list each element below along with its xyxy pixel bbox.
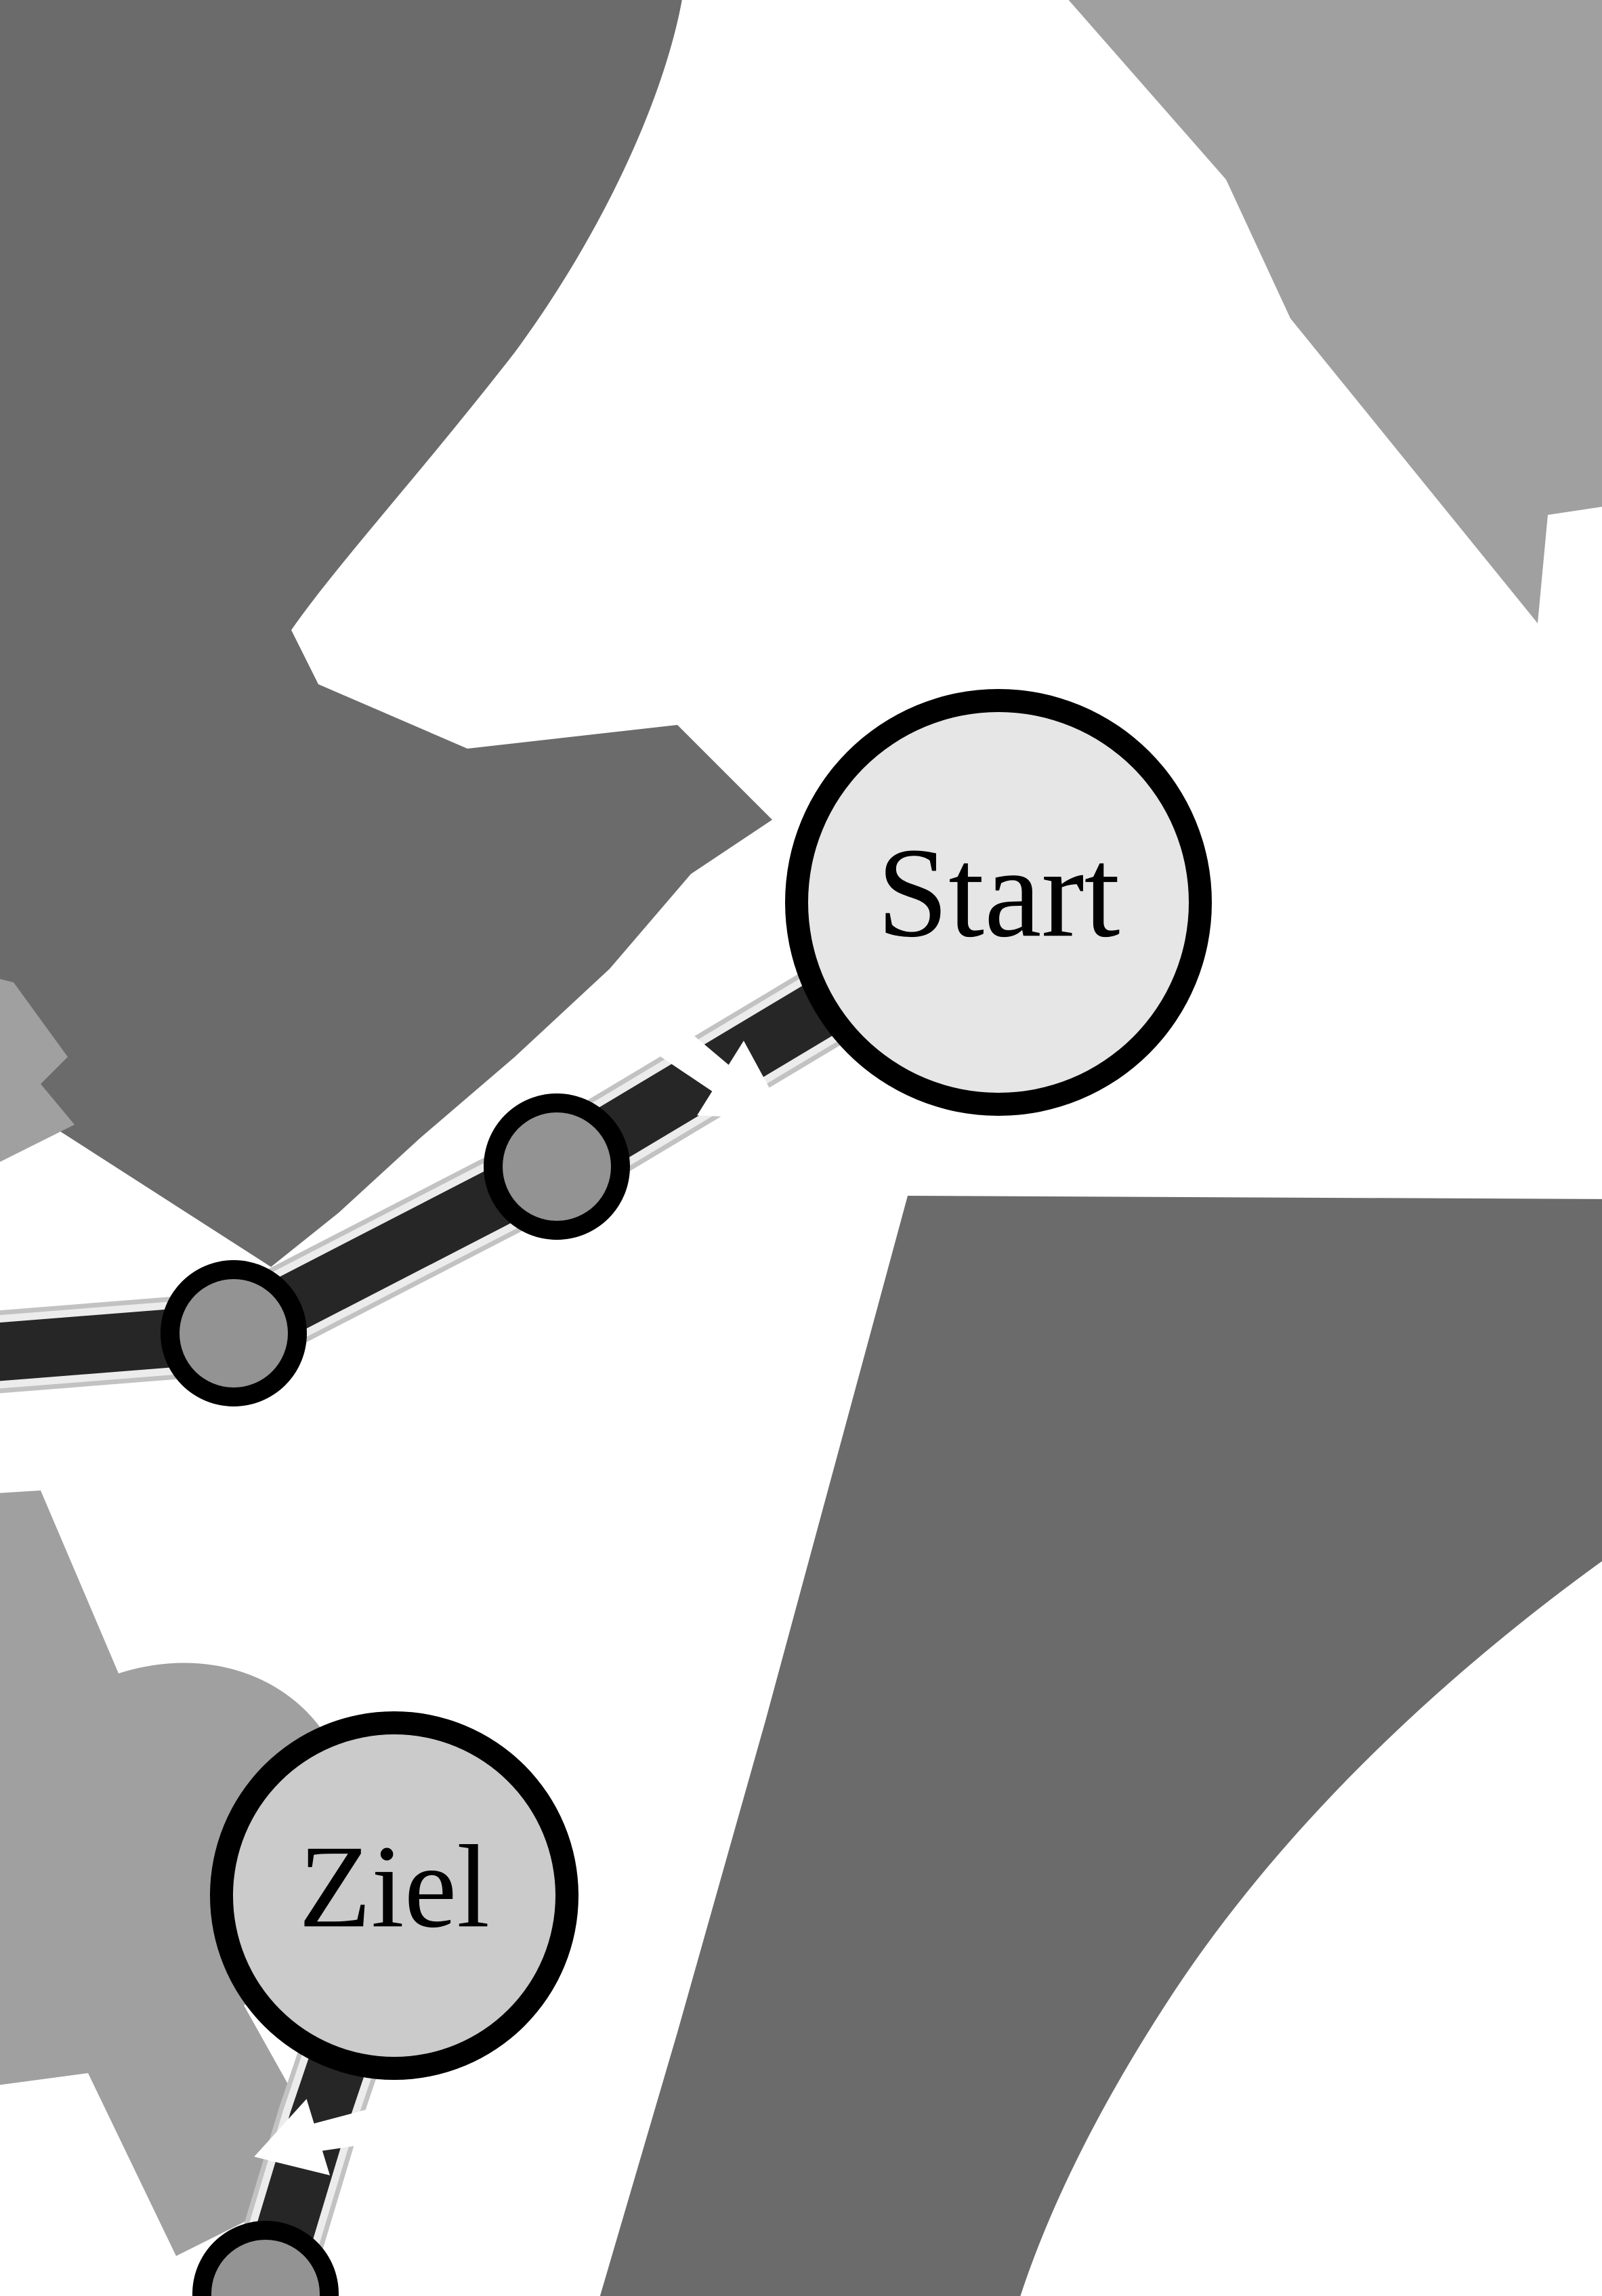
start-marker-label: Start [877,822,1120,964]
route-segment-start-to-ziel[interactable] [0,877,1014,1381]
landuse-area-northeast [1068,0,1602,623]
direction-arrow-layer [254,1005,787,2175]
waypoint-fill [503,1112,611,1221]
waypoint-fill [180,1279,288,1387]
landuse-area-northwest [0,0,772,1267]
ziel-marker-label: Ziel [299,1820,490,1952]
ziel-marker-fill [233,1734,555,2057]
marker-waypoint-1[interactable] [484,1093,630,1240]
landuse-area-east-mid [599,1196,1602,2296]
start-marker-fill [808,712,1189,1093]
marker-waypoint-2[interactable] [161,1260,307,1406]
landuse-area-southwest-building [0,1490,356,2256]
landuse-area-west-sliver [0,979,75,1162]
waypoint-fill [211,2240,320,2296]
marker-waypoint-3[interactable] [192,2221,339,2296]
direction-arrow-icon [636,1005,787,1120]
marker-layer: Ziel Start [161,689,1212,2296]
marker-ziel[interactable]: Ziel [210,1711,578,2080]
marker-start[interactable]: Start [785,689,1212,1116]
direction-arrow-icon [254,2099,402,2175]
